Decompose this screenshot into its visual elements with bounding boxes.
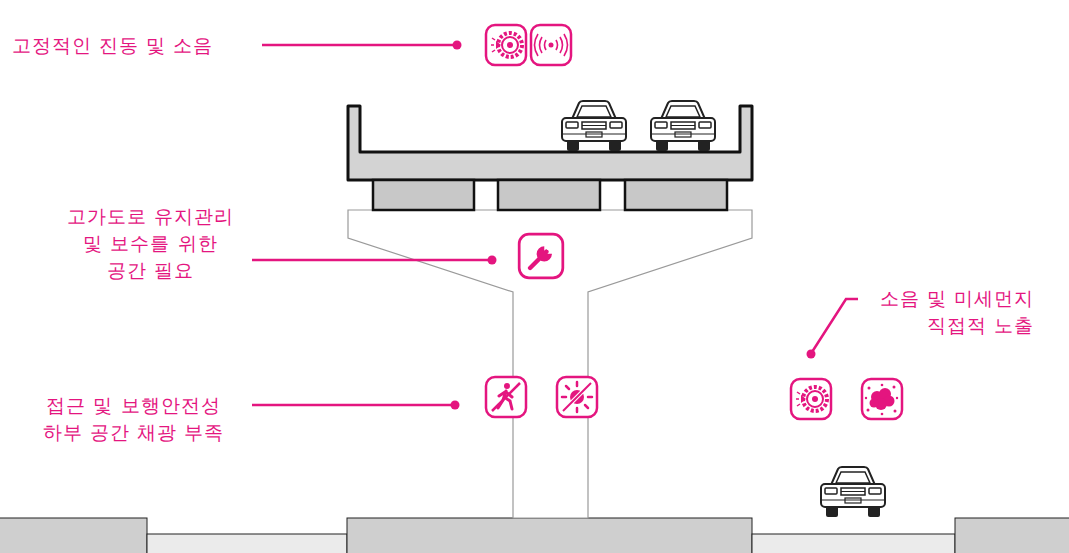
ground [0,518,1069,553]
leader-dots [451,41,816,410]
tire-noise-icon [486,25,526,65]
leader-lines [252,45,858,405]
callout-label: 접근 및 보행안전성 하부 공간 채광 부족 [41,392,226,446]
callout-label: 고정적인 진동 및 소음 [12,32,216,59]
pier [348,210,752,518]
tire-noise-icon [791,379,831,419]
callout-label: 소음 및 미세먼지 직접적 노출 [876,285,1034,339]
car [651,101,715,151]
fine-dust-icon [862,379,902,419]
no-sunlight-icon [557,377,597,417]
car [562,101,626,151]
callout-label: 고가도로 유지관리 및 보수를 위한 공간 필요 [65,203,236,284]
vibration-icon [531,25,571,65]
car [821,467,885,517]
no-pedestrian-icon [486,377,526,417]
wrench-icon [519,234,563,278]
